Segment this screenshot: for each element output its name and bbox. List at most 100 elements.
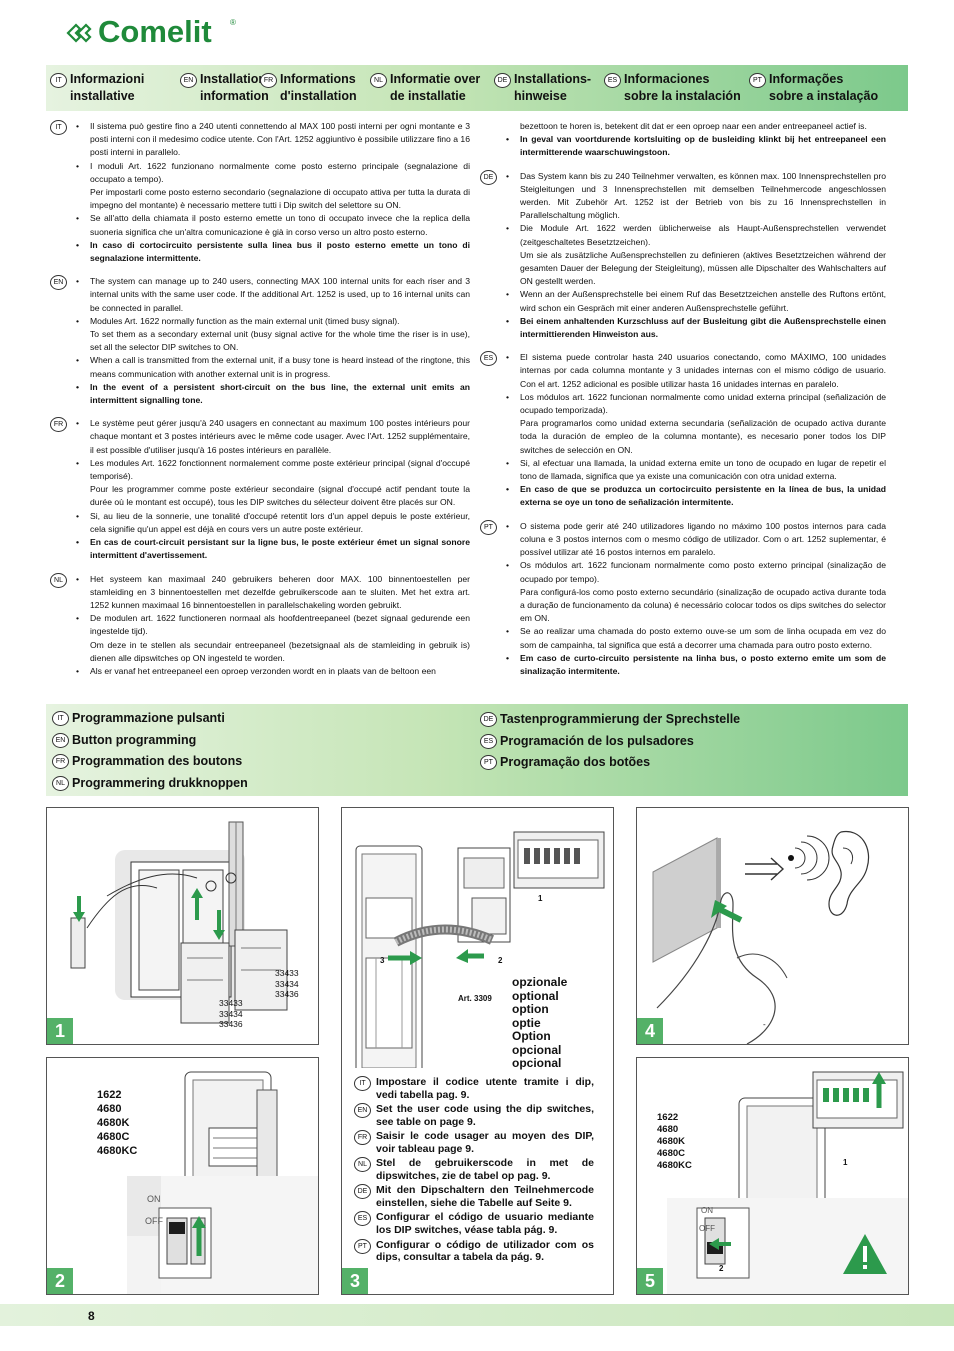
panel-2-off-label: OFF xyxy=(145,1216,163,1226)
panel-4-number: 4 xyxy=(637,1018,663,1044)
header-label-it: Informazioni installative xyxy=(70,72,145,103)
list-item: •O sistema pode gerir até 240 utilizador… xyxy=(506,520,886,560)
section-badge-fr: FR xyxy=(50,417,67,433)
list-item: • Die Module Art. 1622 werden üblicherwei… xyxy=(506,222,886,288)
list-item: •I moduli Art. 1622 funzionano normalmen… xyxy=(76,160,470,213)
lang-badge-de: DE xyxy=(480,712,497,728)
item-text: Si, al efectuar una llamada, la unidad e… xyxy=(520,457,886,482)
bullet: • xyxy=(506,391,510,402)
lang-badge-nl: NL xyxy=(354,1157,371,1173)
list-item: •El sistema puede controlar hasta 240 us… xyxy=(506,351,886,391)
section-badge-nl: NL xyxy=(50,572,67,588)
list-item: •Modules Art. 1622 normally function as … xyxy=(76,315,470,355)
instruction-text: Set the user code using the dip switches… xyxy=(376,1103,594,1128)
panel-1-number: 1 xyxy=(47,1018,73,1044)
list-item: •Os módulos art. 1622 funcionam normalme… xyxy=(506,559,886,625)
panel-3-label-1: 1 xyxy=(538,894,543,903)
instruction-text: Stel de gebruikerscode in met de dipswit… xyxy=(376,1157,594,1183)
bullet: • xyxy=(76,381,80,392)
list-item: •When a call is transmitted from the ext… xyxy=(76,354,470,380)
section-badge-pt: PT xyxy=(480,519,497,535)
optional-label: opcional xyxy=(512,1042,562,1057)
bullet: • xyxy=(506,560,510,571)
bullet: • xyxy=(506,484,510,495)
lang-badge-it: IT xyxy=(354,1076,371,1091)
panel-2-illustration xyxy=(127,1071,318,1294)
panel-5-illustration xyxy=(667,1071,908,1294)
text-section-pt: PT •O sistema pode gerir até 240 utilizad… xyxy=(480,519,886,678)
bullet: • xyxy=(76,457,80,468)
header-label-es: Informaciones sobre la instalación xyxy=(624,72,741,103)
bullet: • xyxy=(76,537,80,548)
item-text: Bei einem anhaltenden Kurzschluss auf de… xyxy=(520,315,886,340)
bullet: • xyxy=(76,613,80,624)
programming-label: Programación de los pulsadores xyxy=(500,733,694,748)
item-text: Als er vanaf het entreepaneel een oproep… xyxy=(90,665,436,676)
optional-label: optional xyxy=(512,988,559,1003)
comelit-mark-icon xyxy=(66,23,92,43)
footer-band xyxy=(0,1304,954,1326)
instruction-text: Configurar el código de usuario mediante… xyxy=(376,1211,594,1237)
lang-badge-pt: PT xyxy=(749,73,766,88)
panel-2-on-label: ON xyxy=(147,1194,161,1204)
list-item: •En caso de que se produzca un cortocirc… xyxy=(506,483,886,509)
bullet: • xyxy=(506,520,510,531)
bullet: • xyxy=(506,223,510,234)
programming-label: Programação dos botões xyxy=(500,755,651,769)
list-item: •Se ao realizar uma chamada do posto ext… xyxy=(506,625,886,651)
programming-label: Programmazione pulsanti xyxy=(72,711,225,725)
instruction-text: Impostare il codice utente tramite i dip… xyxy=(376,1076,594,1101)
panel-3-label-2: 2 xyxy=(498,956,503,965)
item-subtext: Para programarlos como unidad externa se… xyxy=(520,418,886,455)
item-text: When a call is transmitted from the exte… xyxy=(90,355,470,379)
text-section-de: DE•Das System kann bis zu 240 Teilnehmer… xyxy=(480,169,886,342)
registered-mark: ® xyxy=(230,18,236,27)
item-subtext: Om deze in te stellen als secundair entr… xyxy=(90,639,470,663)
optional-label: option xyxy=(512,1002,549,1016)
page-number: 8 xyxy=(88,1309,95,1323)
panel-5-models: 1622 4680 4680K 4680C 4680KC xyxy=(657,1112,692,1171)
item-text: Die Module Art. 1622 werden üblicherweis… xyxy=(520,223,886,247)
text-section-it: IT•Il sistema può gestire fino a 240 ute… xyxy=(50,120,470,265)
lang-badge-nl: NL xyxy=(370,73,387,88)
bullet: • xyxy=(506,315,510,326)
header-label-nl: Informatie over de installatie xyxy=(390,72,481,103)
list-item: •Em caso de curto-circuito persistente n… xyxy=(506,652,886,678)
programming-label: Tastenprogrammierung der Sprechstelle xyxy=(500,712,741,726)
item-text: Se ao realizar uma chamada do posto exte… xyxy=(520,626,886,650)
item-text: In the event of a persistent short-circu… xyxy=(90,381,470,406)
list-item: •En cas de court-circuit persistant sur … xyxy=(76,536,470,562)
bullet: • xyxy=(76,510,80,521)
item-subtext: Um sie als zusätzliche Außensprechstelle… xyxy=(520,249,886,287)
item-text: Wenn an der Außensprechstelle bei einem … xyxy=(520,289,886,313)
item-text: Em caso de curto-circuito persistente na… xyxy=(520,652,886,676)
list-item: •Les modules Art. 1622 fonctionnent norm… xyxy=(76,457,470,510)
header-label-en: Installation information xyxy=(200,72,269,103)
programming-label: Button programming xyxy=(72,732,197,747)
list-item: •Wenn an der Außensprechstelle bei einem… xyxy=(506,288,886,314)
item-text: The system can manage up to 240 users, c… xyxy=(90,276,470,313)
list-item: •Het systeem kan maximaal 240 gebruikers… xyxy=(76,573,470,613)
list-item: •In caso di cortocircuito persistente su… xyxy=(76,239,470,265)
bullet: • xyxy=(506,170,510,181)
panel-4-dash: - xyxy=(763,1020,766,1029)
panel-4: - 4 xyxy=(636,807,909,1045)
list-item: •Si, au lieu de la sonnerie, une tonalit… xyxy=(76,510,470,536)
panel-3-illustration xyxy=(355,831,605,1077)
panel-5: 1622 4680 4680K 4680C 4680KC ON OFF 1 2 … xyxy=(636,1057,909,1295)
brand-name: Comelit xyxy=(98,14,212,49)
panel-5-label-2: 2 xyxy=(719,1264,724,1273)
lang-badge-de: DE xyxy=(494,73,511,88)
optional-label: optie xyxy=(512,1015,541,1030)
